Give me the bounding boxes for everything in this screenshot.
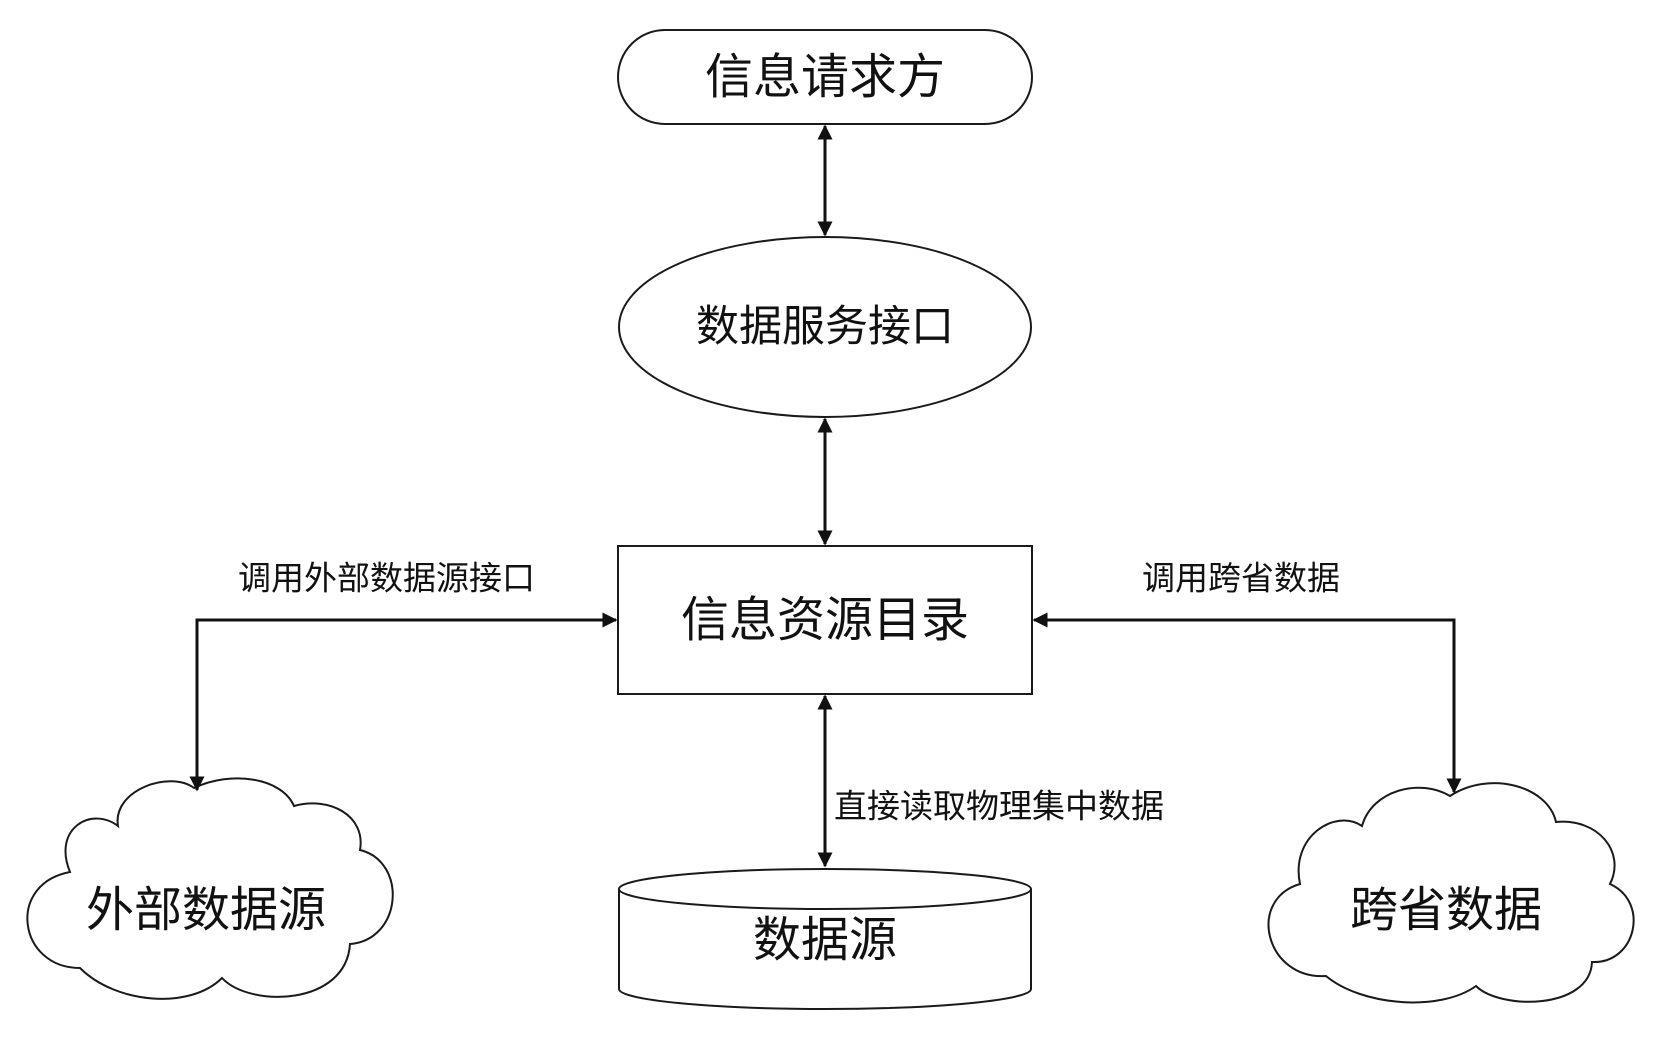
requester-label: 信息请求方 xyxy=(705,49,945,105)
cross-province-node: 跨省数据 xyxy=(1267,782,1635,1004)
external-source-label: 外部数据源 xyxy=(86,882,326,938)
service-interface-label: 数据服务接口 xyxy=(696,302,954,352)
service-interface-node: 数据服务接口 xyxy=(618,236,1032,418)
requester-node: 信息请求方 xyxy=(617,29,1033,125)
data-source-node: 数据源 xyxy=(618,868,1032,1010)
data-source-label: 数据源 xyxy=(753,912,897,968)
cross-province-edge-label: 调用跨省数据 xyxy=(1142,559,1340,598)
catalog-crossprovince-connector xyxy=(1032,612,1462,794)
cross-province-cloud xyxy=(1267,782,1635,1004)
catalog-external-connector xyxy=(189,612,618,792)
direct-read-edge-label: 直接读取物理集中数据 xyxy=(834,787,1164,826)
catalog-label: 信息资源目录 xyxy=(681,592,969,648)
external-source-cloud xyxy=(26,777,394,1000)
external-source-node: 外部数据源 xyxy=(26,777,394,1000)
data-source-cylinder xyxy=(618,868,1032,1010)
cross-province-label: 跨省数据 xyxy=(1350,882,1542,938)
external-edge-label: 调用外部数据源接口 xyxy=(238,559,535,598)
catalog-node: 信息资源目录 xyxy=(617,545,1033,695)
